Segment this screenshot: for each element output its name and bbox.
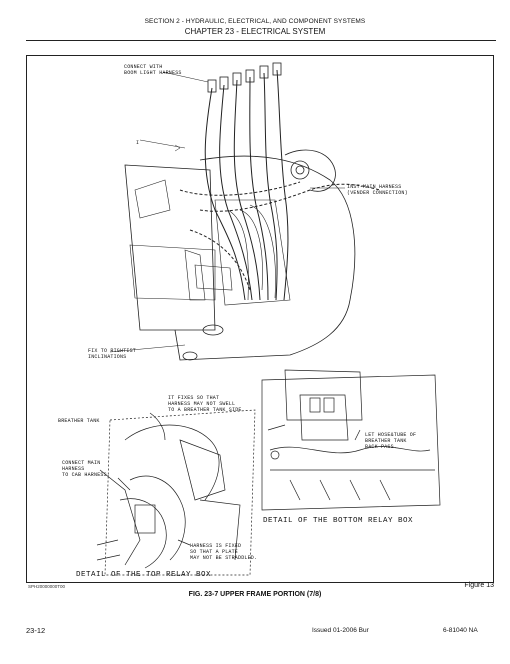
page-number: 23-12	[26, 626, 46, 635]
section-header: SECTION 2 - HYDRAULIC, ELECTRICAL, AND C…	[144, 18, 366, 25]
callout-inst-main-harness: INST-MAIN HARNESS (VENDER CONNECTION)	[347, 184, 408, 196]
detail-top-relay-box: DETAIL OF THE TOP RELAY BOX	[76, 571, 212, 579]
bottom-relay-drawing	[261, 369, 441, 511]
figure-file-code: SPH20000000T00	[28, 584, 66, 589]
callout-arrow-i: I	[136, 140, 140, 146]
callout-fix-rightist: FIX TO RIGHTIST INCLINATIONS	[88, 348, 137, 360]
header-rule	[26, 40, 496, 41]
upper-frame-drawing	[124, 149, 356, 361]
connectors	[207, 62, 282, 93]
top-relay-drawing	[96, 409, 256, 576]
callout-it-fixes: IT FIXES SO THAT HARNESS MAY NOT SWELL T…	[168, 395, 245, 413]
harness-bundle	[179, 69, 381, 301]
leader-lines	[109, 71, 345, 353]
issue-date: Issued 01-2006 Bur	[312, 627, 369, 634]
callout-harness-fixed: HARNESS IS FIXED SO THAT A PLATE MAY NOT…	[190, 543, 258, 561]
callout-connect-boom-light: CONNECT WITH BOOM LIGHT HARNESS	[124, 64, 182, 76]
chapter-header: CHAPTER 23 - ELECTRICAL SYSTEM	[184, 27, 326, 36]
callout-breather-tank: BREATHER TANK	[58, 418, 100, 424]
figure-frame	[26, 55, 494, 583]
figure-caption: FIG. 23-7 UPPER FRAME PORTION (7/8)	[188, 591, 322, 598]
figure-number: Figure 13	[464, 582, 494, 589]
detail-bottom-relay-box: DETAIL OF THE BOTTOM RELAY BOX	[263, 517, 414, 525]
callout-connect-main: CONNECT MAIN HARNESS TO CAB HARNESS.	[62, 460, 111, 478]
callout-let-hose: LET HOSE&TUBE OF BREATHER TANK BACK PASS…	[365, 432, 417, 450]
document-number: 6-81040 NA	[443, 627, 478, 634]
